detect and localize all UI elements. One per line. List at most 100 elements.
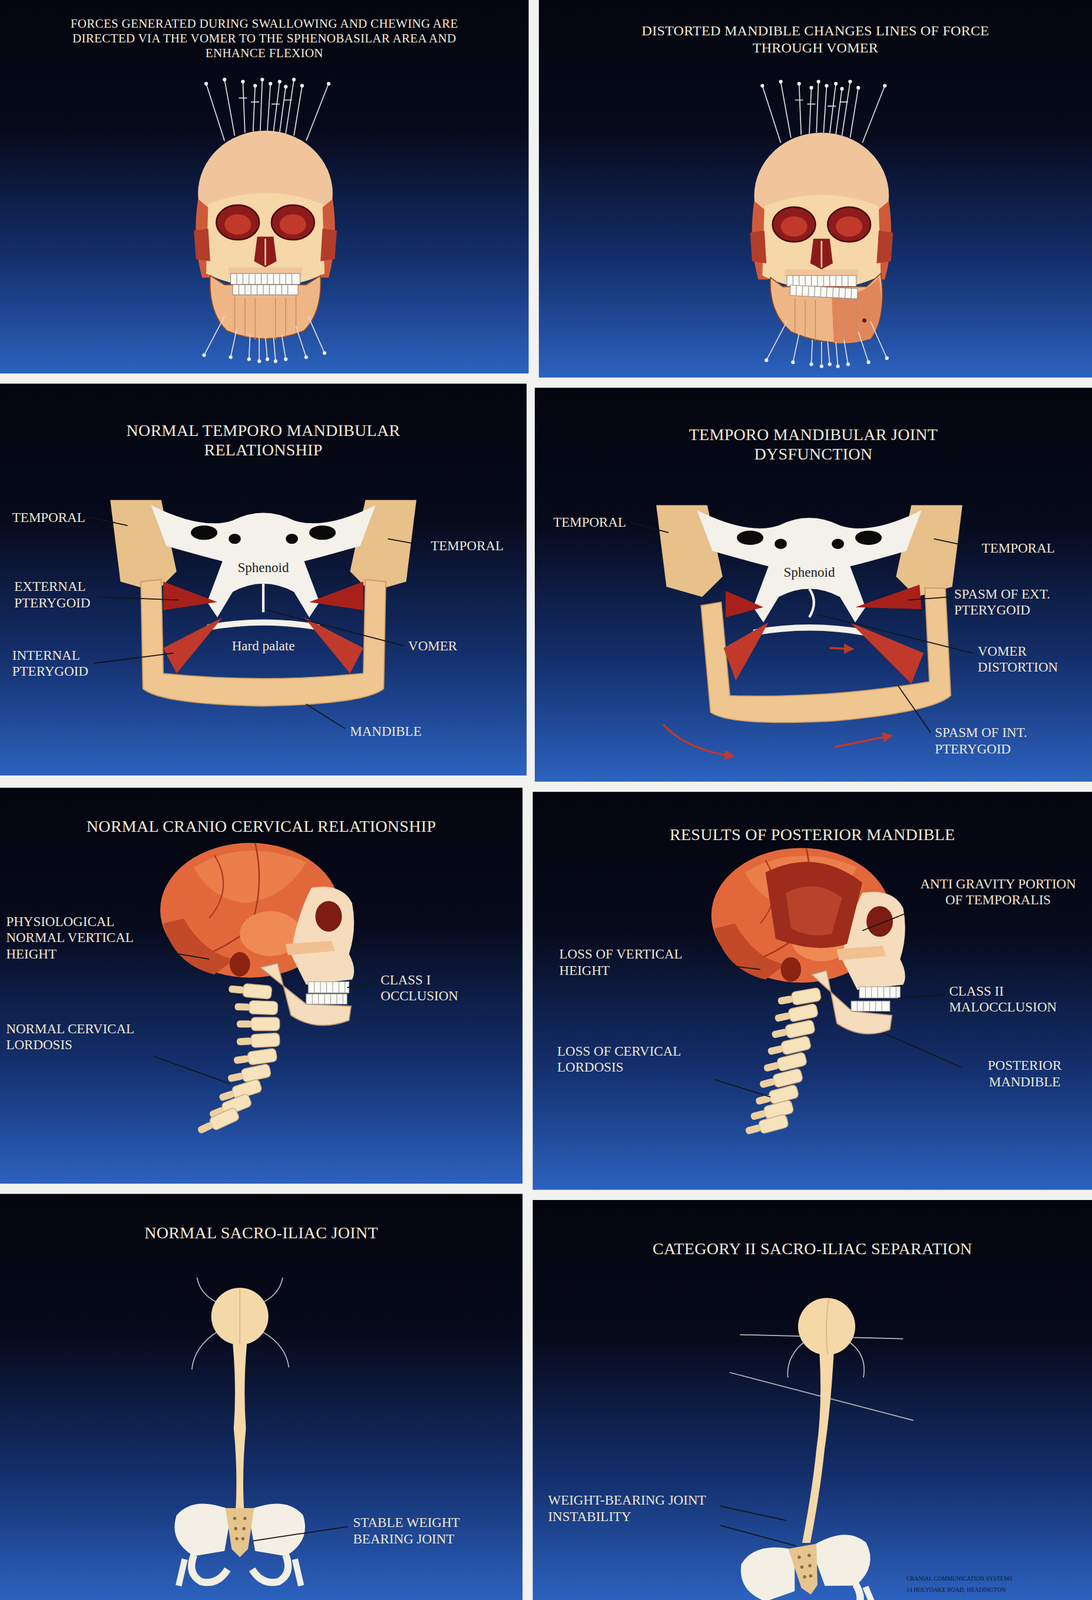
lateral-skull-normal [195,1106,240,1137]
tmj-dysfunction [723,622,769,681]
part-label: Sphenoid [222,559,305,577]
part-label: TEMPORAL [981,540,1080,557]
front-skull [193,130,337,287]
leader-line [714,1079,771,1097]
leader-line [898,685,931,733]
leader-line [93,653,174,664]
front-skull [193,77,337,363]
poster-panel: CATEGORY II SACRO-ILIAC SEPARATION [532,1200,1092,1600]
leader-line [153,1056,230,1084]
distorted-front-skull [764,321,889,369]
part-label: CLASS II MALOCCLUSION [948,983,1086,1016]
part-label: ANTI GRAVITY PORTION OF TEMPORALIS [910,875,1087,909]
footer-text: 14 HOLYOAKE ROAD, HEADINGTON [906,1586,1085,1594]
part-label: LOSS OF VERTICAL HEIGHT [559,945,715,979]
si-joint-separation [729,1297,914,1600]
si-joint-separation [826,1298,829,1355]
lateral-skull-posterior-mandible [851,1000,890,1011]
poster-panel: NORMAL CRANIO CERVICAL RELATIONSHIP [0,788,523,1184]
poster-panel: DISTORTED MANDIBLE CHANGES LINES OF FORC… [538,0,1092,378]
footer-text: CRANIAL COMMUNICATION SYSTEMS [906,1574,1085,1583]
lateral-skull-posterior-mandible [711,847,906,998]
panel-title: DISTORTED MANDIBLE CHANGES LINES OF FORC… [630,22,1001,57]
lateral-skull-posterior-mandible [765,861,863,948]
panel-title: TEMPORO MANDIBULAR JOINT DYSFUNCTION [654,424,972,465]
lateral-skull-posterior-mandible [711,847,906,1138]
si-joint-separation [802,1352,835,1543]
front-skull [210,275,322,340]
panel-ground [0,1193,523,1600]
panel-title: CATEGORY II SACRO-ILIAC SEPARATION [557,1238,1068,1259]
distorted-front-skull [750,79,894,369]
part-label: WEIGHT-BEARING JOINT INSTABILITY [547,1491,718,1525]
leader-line [89,517,128,526]
part-label: STABLE WEIGHT BEARING JOINT [353,1514,489,1547]
lateral-skull-posterior-mandible [785,885,842,935]
lateral-skull-posterior-mandible [811,970,893,1034]
tmj-dysfunction [855,584,922,610]
part-label: SPASM OF EXT. PTERYGOID [954,586,1075,619]
leader-line [630,522,669,533]
poster-panel: FORCES GENERATED DURING SWALLOWING AND C… [0,0,529,374]
leader-line [89,517,977,1546]
part-label: EXTERNAL PTERYGOID [14,578,127,611]
leader-line [97,596,179,600]
panel-title: NORMAL TEMPORO MANDIBULAR RELATIONSHIP [94,420,432,461]
leader-line [908,596,949,600]
leader-line [933,538,977,549]
tmj-normal [303,617,363,674]
part-label: VOMER DISTORTION [977,643,1084,676]
tmj-normal [262,583,265,613]
lateral-skull-normal [233,1047,278,1067]
panel-ground [534,387,1092,782]
leader-line [720,1525,796,1547]
leader-line [882,1032,962,1068]
panel-ground [538,0,1092,378]
leader-line [717,964,761,970]
tmj-dysfunction [656,504,963,756]
tmj-normal [163,581,218,611]
tmj-normal [163,617,223,674]
lateral-skull-normal [312,993,343,1004]
lateral-skull-posterior-mandible [856,1000,882,1011]
tmj-dysfunction [834,735,891,747]
panel-title: NORMAL CRANIO CERVICAL RELATIONSHIP [16,816,507,837]
lateral-skull-normal [236,1017,280,1031]
panel-title: NORMAL SACRO-ILIAC JOINT [16,1222,507,1243]
lateral-skull-posterior-mandible [743,1113,789,1138]
tmj-dysfunction [663,724,733,757]
part-label: SPASM OF INT. PTERYGOID [934,724,1066,757]
tmj-dysfunction [829,647,853,650]
part-label: VOMER [408,637,491,655]
part-label: TEMPORAL [553,514,651,531]
leader-line [387,538,427,546]
tmj-normal [309,581,364,611]
lateral-skull-normal [234,1000,279,1015]
distorted-front-skull [750,132,894,289]
tmj-dysfunction [809,588,814,618]
si-joint-normal [211,1287,269,1345]
leader-line [346,981,376,988]
si-joint-separation [737,1530,880,1600]
si-joint-normal [232,1342,247,1509]
lateral-skull-normal [160,842,354,994]
part-label: NORMAL CERVICAL LORDOSIS [5,1020,170,1054]
poster-panel: TEMPORO MANDIBULAR JOINT DYSFUNCTION [534,387,1092,782]
leader-line [720,1506,786,1521]
part-label: TEMPORAL [12,509,110,526]
part-label: CLASS I OCCLUSION [380,971,483,1005]
part-label: Hard palate [212,637,314,655]
panel-ground [0,787,523,1184]
lateral-skull-normal [236,1032,280,1048]
part-label: Sphenoid [768,564,851,581]
part-label: LOSS OF CERVICAL LORDOSIS [557,1043,713,1076]
part-label: TEMPORAL [430,537,528,555]
leader-line [306,703,346,729]
tmj-normal [140,579,386,707]
leader-line [862,912,907,931]
panel-title: FORCES GENERATED DURING SWALLOWING AND C… [61,16,468,62]
